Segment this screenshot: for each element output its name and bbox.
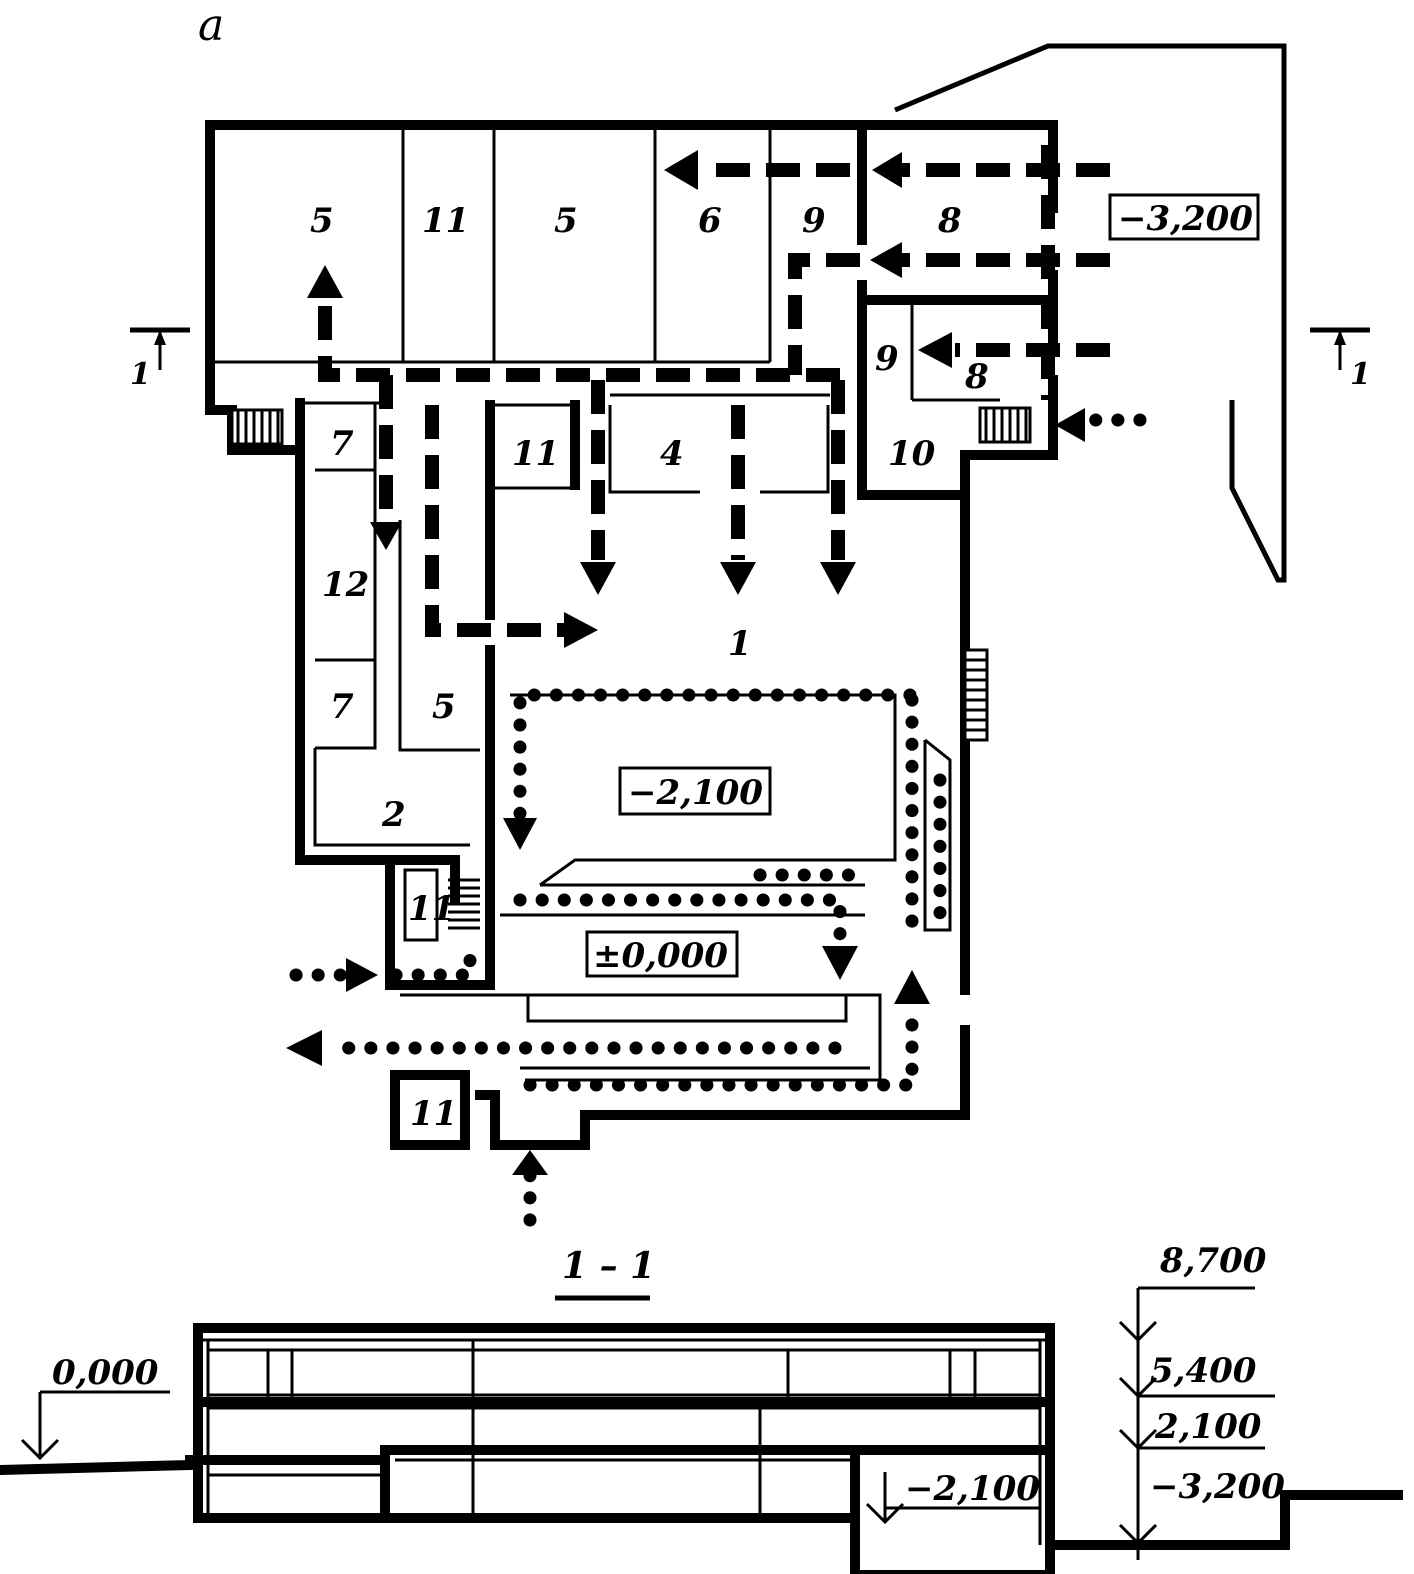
terrain-outline xyxy=(894,43,1287,583)
room-label: 4 xyxy=(660,434,684,474)
section-mark-left-label: 1 xyxy=(130,357,151,392)
room-label: 11 xyxy=(422,201,469,241)
level-marker-left: 0,000 xyxy=(20,1353,170,1461)
section-mark-right: 1 xyxy=(1310,327,1371,392)
room-label: 8 xyxy=(937,201,962,241)
elev-3: 2,100 xyxy=(1154,1407,1262,1447)
room-label: 7 xyxy=(330,687,354,727)
section-1-1: 1 – 1 0,000 xyxy=(0,1241,1403,1574)
room-11c-box xyxy=(403,868,439,942)
room-11d-walls xyxy=(390,1070,470,1150)
level-pool: −2,100 xyxy=(628,773,763,813)
room-label: 11 xyxy=(512,434,559,474)
west-wing-walls xyxy=(295,398,395,990)
dashed-flow-paths xyxy=(307,145,1110,648)
room-label: 9 xyxy=(875,339,899,379)
stair-left xyxy=(230,408,284,446)
east-stair xyxy=(963,648,989,742)
room-label: 11 xyxy=(410,1094,457,1134)
section-pit xyxy=(850,1445,1055,1574)
room-label: 12 xyxy=(322,565,369,605)
room-label: 7 xyxy=(330,424,354,464)
room-4 xyxy=(608,405,700,494)
elev-2: 5,400 xyxy=(1150,1351,1257,1391)
room-label: 5 xyxy=(432,687,456,727)
level-marker-inner: −2,100 xyxy=(865,1469,1040,1525)
floor-plan: 1 1 xyxy=(130,43,1371,1227)
level-box-upper xyxy=(1108,193,1260,241)
room-5c xyxy=(398,520,480,752)
dotted-flow-paths xyxy=(286,408,1147,1227)
level-upper: −3,200 xyxy=(1118,199,1253,239)
level-inner: −2,100 xyxy=(905,1469,1040,1509)
room-label: 6 xyxy=(698,201,722,241)
section-outline xyxy=(193,1323,390,1523)
room-label: 9 xyxy=(802,201,826,241)
ground-line xyxy=(0,1455,390,1476)
stair-right xyxy=(978,406,1032,444)
elev-1: 8,700 xyxy=(1159,1241,1267,1281)
elev-4: −3,200 xyxy=(1150,1467,1285,1507)
ramp xyxy=(923,738,952,932)
pool-outline xyxy=(510,693,897,887)
section-mark-right-label: 1 xyxy=(1350,357,1371,392)
stair-lower xyxy=(448,878,480,930)
room-7b xyxy=(315,658,377,750)
level-left-zero: 0,000 xyxy=(52,1353,159,1393)
level-box-zero xyxy=(585,930,739,978)
east-wall-lower xyxy=(540,1025,970,1150)
level-markers-right: 8,700 5,400 2,100 −3,200 xyxy=(1118,1241,1285,1560)
section-mark-left: 1 xyxy=(130,327,190,392)
room-label: 1 xyxy=(728,624,752,664)
room-label: 8 xyxy=(964,357,989,397)
level-zero: ±0,000 xyxy=(593,936,728,976)
room-2 xyxy=(313,748,470,847)
room-label: 11 xyxy=(408,889,455,929)
section-title: 1 – 1 xyxy=(562,1245,655,1287)
room-4-right xyxy=(760,405,830,494)
level-box-pool xyxy=(618,766,772,816)
top-block-walls xyxy=(205,120,867,455)
room-label: 5 xyxy=(554,201,578,241)
room-label: 2 xyxy=(381,795,406,835)
ground-line-right xyxy=(1045,1490,1403,1574)
figure-label: a xyxy=(198,0,224,51)
room-label: 5 xyxy=(310,201,334,241)
room-label: 10 xyxy=(888,434,936,474)
entry-jamb xyxy=(475,1090,550,1150)
bench xyxy=(526,993,848,1023)
